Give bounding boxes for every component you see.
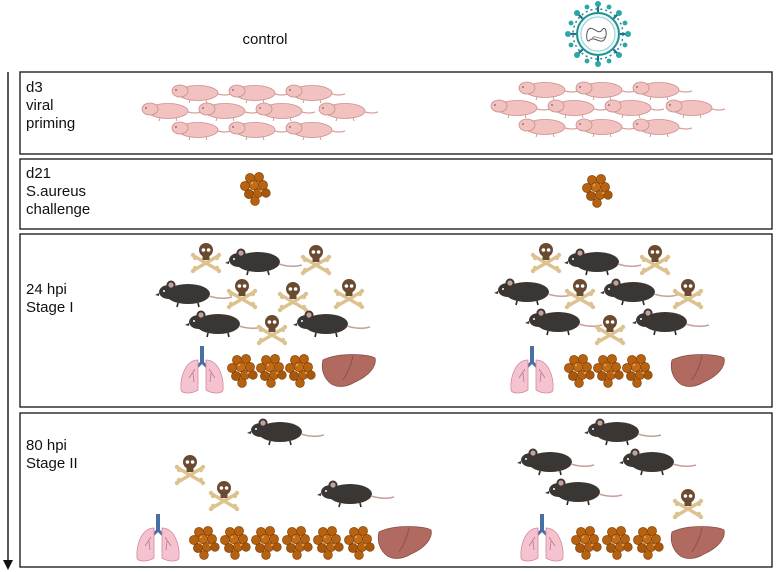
panel-d3: d3 viral priming	[19, 71, 773, 155]
timeline-arrow-icon	[3, 72, 13, 570]
panel-24hpi: 24 hpi Stage I	[19, 233, 773, 408]
control-column-label: control	[242, 31, 287, 48]
panel-80hpi-label: 80 hpi Stage II	[26, 437, 78, 472]
virus-icon	[565, 1, 631, 67]
panel-d21: d21 S.aureus challenge	[19, 158, 773, 230]
panel-d21-label: d21 S.aureus challenge	[26, 165, 90, 218]
panel-80hpi: 80 hpi Stage II	[19, 412, 773, 568]
panel-d3-label: d3 viral priming	[26, 79, 75, 132]
panel-24hpi-label: 24 hpi Stage I	[26, 281, 74, 316]
